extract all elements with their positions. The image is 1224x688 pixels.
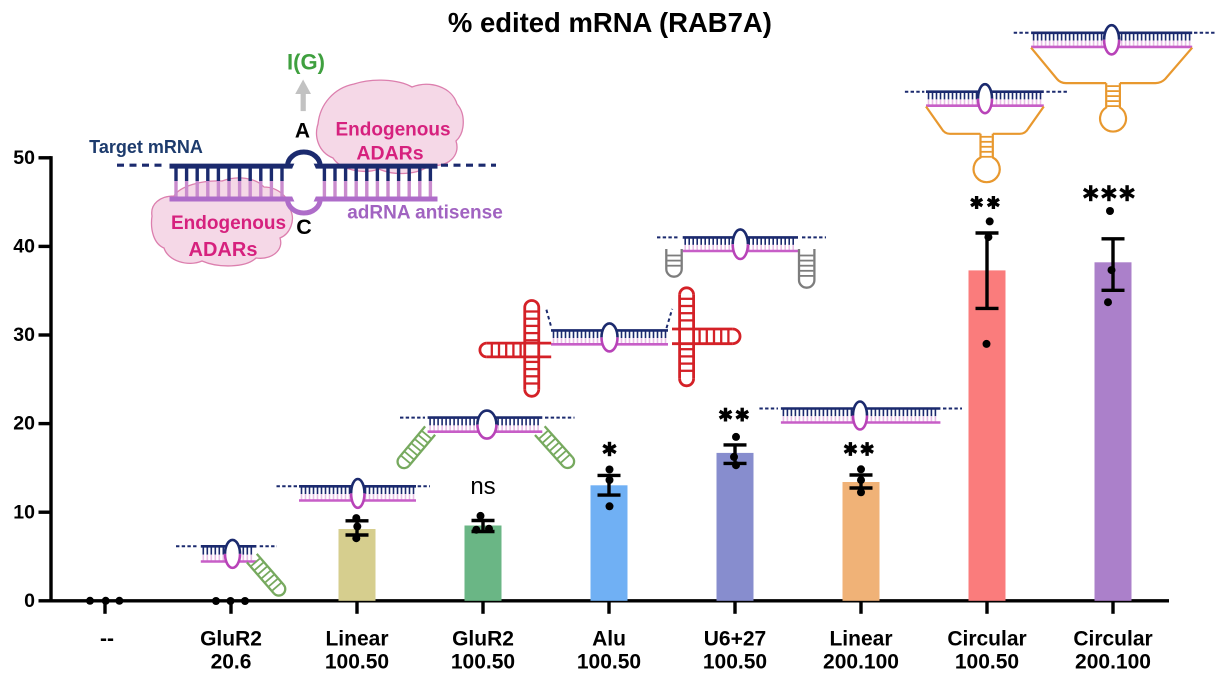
svg-text:100.50: 100.50 bbox=[325, 651, 389, 674]
svg-text:30: 30 bbox=[13, 324, 35, 346]
svg-text:50: 50 bbox=[13, 147, 35, 169]
svg-text:Endogenous: Endogenous bbox=[171, 213, 286, 234]
svg-text:100.50: 100.50 bbox=[451, 651, 515, 674]
svg-text:% edited mRNA (RAB7A): % edited mRNA (RAB7A) bbox=[448, 7, 772, 38]
svg-text:Endogenous: Endogenous bbox=[335, 120, 450, 141]
svg-text:0: 0 bbox=[24, 590, 35, 612]
svg-text:Alu: Alu bbox=[592, 628, 626, 651]
svg-text:20.6: 20.6 bbox=[211, 651, 252, 674]
svg-text:ns: ns bbox=[470, 473, 495, 500]
svg-text:Circular: Circular bbox=[1073, 628, 1152, 651]
svg-text:I(G): I(G) bbox=[287, 50, 325, 75]
svg-text:--: -- bbox=[100, 628, 114, 651]
svg-text:10: 10 bbox=[13, 501, 35, 523]
svg-text:U6+27: U6+27 bbox=[704, 628, 766, 651]
svg-text:A: A bbox=[295, 120, 310, 143]
svg-text:adRNA antisense: adRNA antisense bbox=[347, 203, 503, 224]
svg-text:GluR2: GluR2 bbox=[452, 628, 514, 651]
svg-text:40: 40 bbox=[13, 236, 35, 258]
svg-text:Circular: Circular bbox=[947, 628, 1026, 651]
svg-text:100.50: 100.50 bbox=[703, 651, 767, 674]
svg-text:200.100: 200.100 bbox=[823, 651, 899, 674]
svg-text:ADARs: ADARs bbox=[189, 239, 258, 261]
svg-text:100.50: 100.50 bbox=[955, 651, 1019, 674]
svg-text:100.50: 100.50 bbox=[577, 651, 641, 674]
svg-text:Linear: Linear bbox=[829, 628, 892, 651]
svg-text:ADARs: ADARs bbox=[356, 143, 423, 165]
svg-text:C: C bbox=[296, 215, 312, 239]
svg-text:GluR2: GluR2 bbox=[200, 628, 262, 651]
svg-text:Target mRNA: Target mRNA bbox=[89, 137, 203, 157]
svg-text:20: 20 bbox=[13, 413, 35, 435]
svg-text:200.100: 200.100 bbox=[1075, 651, 1151, 674]
svg-text:Linear: Linear bbox=[325, 628, 388, 651]
